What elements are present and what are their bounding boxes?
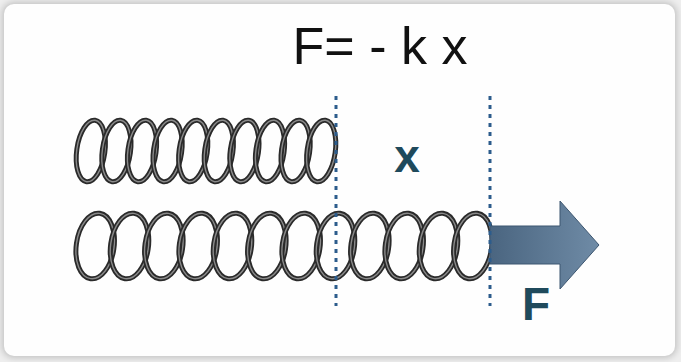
stretched-spring	[72, 211, 496, 282]
displacement-label: x	[394, 133, 420, 179]
spring-coil	[303, 118, 340, 183]
formula-title: F= - k x	[293, 20, 468, 72]
dashed-line	[489, 96, 492, 306]
force-label: F	[522, 281, 550, 327]
unstretched-spring	[73, 118, 340, 183]
force-arrow	[490, 201, 599, 289]
spring-coil	[303, 118, 340, 183]
dashed-line	[335, 96, 338, 306]
